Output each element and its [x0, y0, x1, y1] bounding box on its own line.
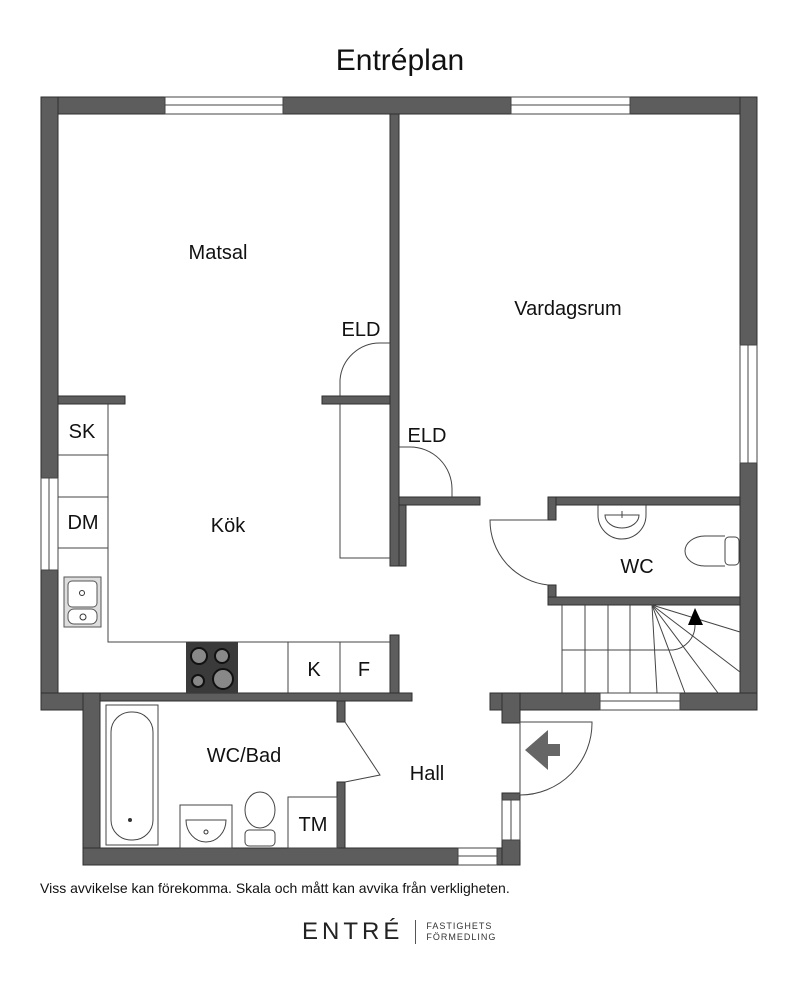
washing-machine-box	[287, 796, 338, 849]
bath-door-swing	[344, 721, 381, 783]
room-label-wc: WC	[620, 556, 653, 578]
fireplace-matsal-icon	[339, 342, 390, 396]
brand-logo: ENTRÉ FASTIGHETS FÖRMEDLING	[302, 918, 496, 946]
label-k: K	[307, 659, 321, 681]
interior-walls	[57, 113, 741, 849]
logo-line-1: FASTIGHETS	[426, 921, 493, 931]
label-tm: TM	[299, 814, 328, 836]
room-label-wc-bad: WC/Bad	[207, 745, 281, 767]
label-eld-vardagsrum: ELD	[408, 425, 447, 447]
bathtub-icon	[105, 704, 159, 846]
staircase	[561, 604, 741, 694]
room-label-hall: Hall	[410, 763, 444, 785]
entrance-arrow-icon	[525, 730, 560, 770]
plan-title: Entréplan	[335, 44, 465, 77]
windows	[40, 96, 758, 866]
label-f: F	[358, 659, 370, 681]
disclaimer-text: Viss avvikelse kan förekomma. Skala och …	[40, 880, 510, 896]
kitchen-sink-icon	[63, 576, 102, 628]
room-label-matsal: Matsal	[189, 242, 248, 264]
kitchen-counters	[58, 404, 390, 693]
label-sk: SK	[69, 421, 96, 443]
wc-toilet-icon	[684, 535, 740, 567]
logo-line-2: FÖRMEDLING	[426, 932, 497, 942]
wc-door-swing	[489, 519, 549, 586]
label-eld-matsal: ELD	[342, 319, 381, 341]
logo-divider	[415, 920, 417, 944]
label-dm: DM	[67, 512, 98, 534]
logo-brand: ENTRÉ	[302, 918, 404, 945]
bath-sink-icon	[179, 804, 233, 849]
room-label-kok: Kök	[211, 515, 246, 537]
wc-sink-icon	[597, 505, 647, 540]
logo-subtitle: FASTIGHETS FÖRMEDLING	[426, 921, 496, 943]
bath-toilet-icon	[244, 791, 276, 847]
fireplace-vardagsrum-icon	[399, 446, 453, 497]
stair-up-arrow-icon	[688, 608, 703, 625]
stove-icon	[186, 642, 238, 693]
entrance-door-swing	[519, 721, 593, 796]
room-label-vardagsrum: Vardagsrum	[514, 298, 621, 320]
